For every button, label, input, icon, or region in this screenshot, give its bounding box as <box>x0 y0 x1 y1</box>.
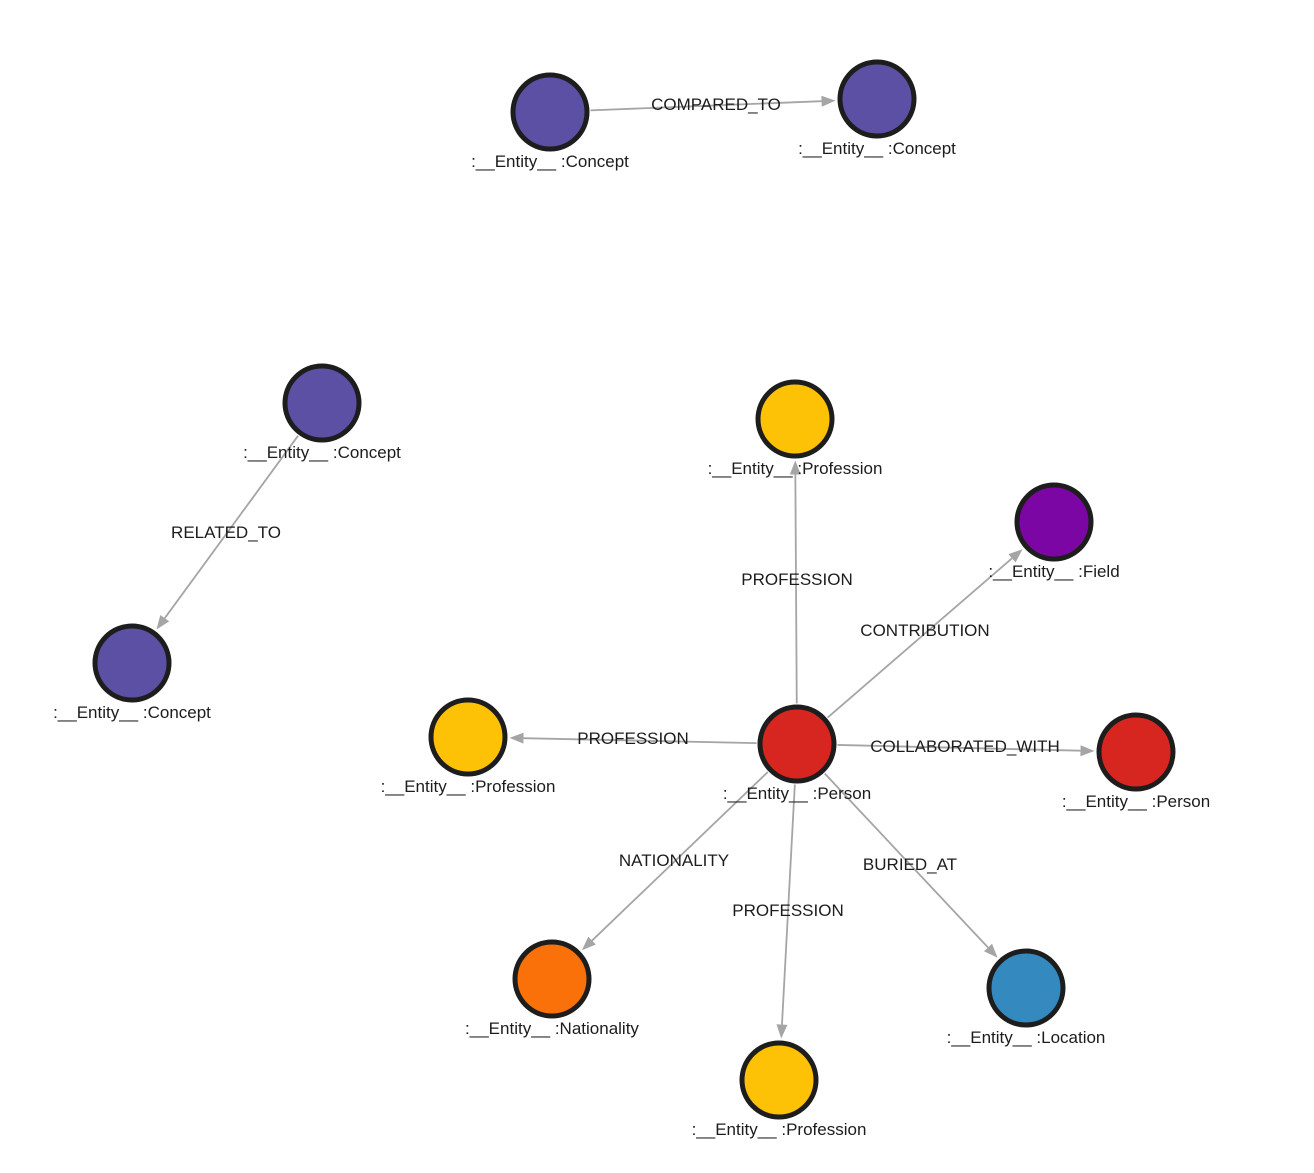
edge-line <box>590 100 822 112</box>
node-labels-layer: :__Entity__ :Concept :__Entity__ :Concept… <box>53 139 1210 1139</box>
edge-line <box>794 474 798 704</box>
graph-node-field[interactable] <box>1014 482 1094 562</box>
edge-arrowhead-icon <box>509 732 524 744</box>
node-caption: :__Entity__ :Concept <box>471 152 629 171</box>
edge-type-label[interactable]: COMPARED_TO <box>651 95 781 114</box>
edge-type-label[interactable]: COLLABORATED_WITH <box>870 737 1060 756</box>
edge-arrowhead-icon <box>156 614 170 630</box>
node-caption: :__Entity__ :Concept <box>53 703 211 722</box>
edge-type-label[interactable]: PROFESSION <box>577 729 688 748</box>
graph-node-profession[interactable] <box>428 697 508 777</box>
edge-profession[interactable] <box>789 460 801 704</box>
edge-type-label[interactable]: PROFESSION <box>732 901 843 920</box>
edge-arrowhead-icon <box>821 95 836 107</box>
edge-arrowhead-icon <box>1080 745 1095 757</box>
edge-line <box>837 744 1081 752</box>
node-caption: :__Entity__ :Concept <box>798 139 956 158</box>
node-caption: :__Entity__ :Nationality <box>465 1019 639 1038</box>
edge-arrowhead-icon <box>1008 549 1023 563</box>
edge-arrowhead-icon <box>984 943 998 958</box>
edge-type-label[interactable]: PROFESSION <box>741 570 852 589</box>
edge-line <box>824 772 989 949</box>
edge-contribution[interactable] <box>827 549 1023 719</box>
edge-labels-layer: COMPARED_TO RELATED_TO PROFESSION CONTRIBUT… <box>171 95 1060 920</box>
edge-profession[interactable] <box>509 732 757 745</box>
edge-line <box>164 435 299 619</box>
node-caption: :__Entity__ :Field <box>988 562 1119 581</box>
edge-type-label[interactable]: NATIONALITY <box>619 851 729 870</box>
edge-line <box>827 557 1013 719</box>
edge-line <box>781 784 796 1025</box>
edges-layer <box>156 95 1095 1039</box>
graph-node-person[interactable] <box>757 704 837 784</box>
graph-node-person[interactable] <box>1096 712 1176 792</box>
graph-node-profession[interactable] <box>755 379 835 459</box>
edge-collaborated-with[interactable] <box>837 744 1095 757</box>
node-caption: :__Entity__ :Concept <box>243 443 401 462</box>
graph-node-profession[interactable] <box>739 1040 819 1120</box>
edge-type-label[interactable]: BURIED_AT <box>863 855 957 874</box>
edge-type-label[interactable]: CONTRIBUTION <box>860 621 989 640</box>
edge-related-to[interactable] <box>156 435 299 630</box>
edge-nationality[interactable] <box>581 771 769 951</box>
node-caption: :__Entity__ :Location <box>947 1028 1106 1047</box>
edge-type-label[interactable]: RELATED_TO <box>171 523 281 542</box>
edge-profession[interactable] <box>776 784 796 1039</box>
edge-compared-to[interactable] <box>590 95 836 112</box>
nodes-layer <box>92 59 1176 1120</box>
edge-buried-at[interactable] <box>824 772 998 958</box>
edge-arrowhead-icon <box>776 1024 788 1039</box>
node-caption: :__Entity__ :Profession <box>708 459 883 478</box>
node-caption: :__Entity__ :Profession <box>692 1120 867 1139</box>
graph-node-concept[interactable] <box>92 623 172 703</box>
node-caption: :__Entity__ :Profession <box>381 777 556 796</box>
node-caption: :__Entity__ :Person <box>723 784 871 803</box>
edge-line <box>591 771 769 942</box>
graph-node-nationality[interactable] <box>512 939 592 1019</box>
graph-node-concept[interactable] <box>282 363 362 443</box>
graph-node-location[interactable] <box>986 948 1066 1028</box>
graph-node-concept[interactable] <box>510 72 590 152</box>
edge-arrowhead-icon <box>789 460 801 475</box>
node-caption: :__Entity__ :Person <box>1062 792 1210 811</box>
edge-arrowhead-icon <box>581 936 596 951</box>
edge-line <box>523 737 757 745</box>
graph-node-concept[interactable] <box>837 59 917 139</box>
